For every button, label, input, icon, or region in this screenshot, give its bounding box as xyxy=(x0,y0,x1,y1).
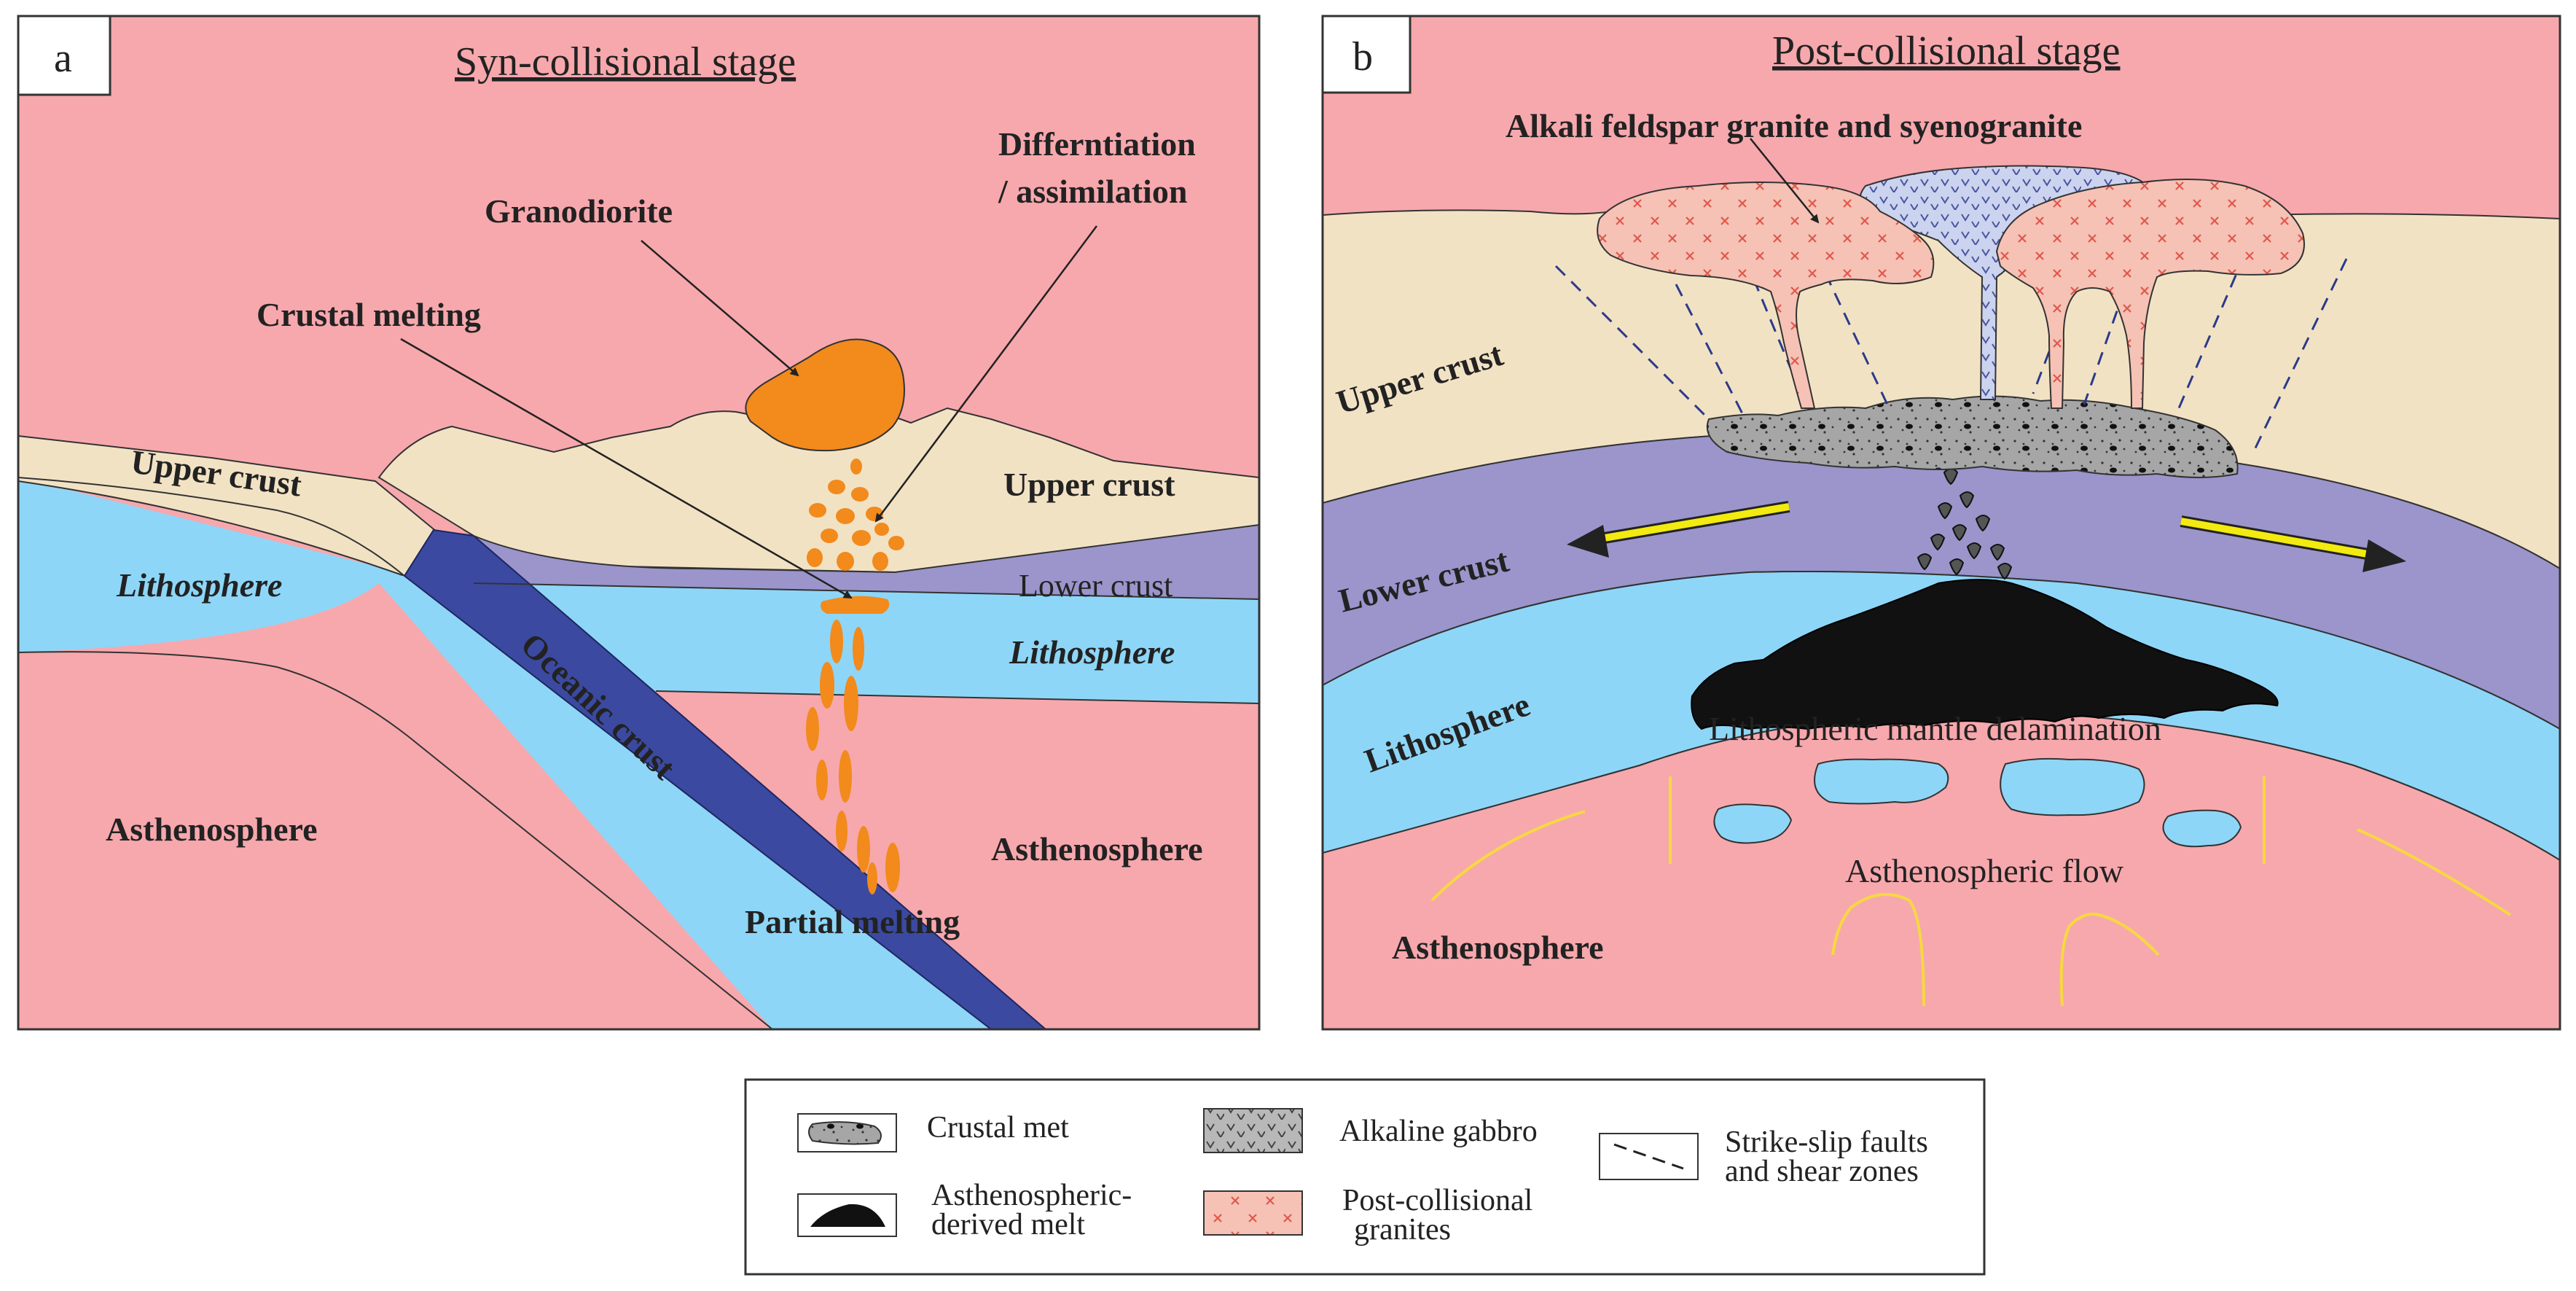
differentiation-droplets xyxy=(807,459,904,571)
panel-a-letter-box xyxy=(17,15,111,96)
legend-faults-label-line1: Strike-slip faults xyxy=(1725,1126,1928,1159)
alkali-granite-label: Alkali feldspar granite and syenogranite xyxy=(1506,107,2082,144)
legend-frame xyxy=(744,1078,1986,1276)
lithosphere-left-label: Lithosphere xyxy=(116,566,282,604)
panel-b-title: Post-collisional stage xyxy=(1772,28,2121,74)
asthenospheric-melt-body xyxy=(1691,579,2279,730)
lithospheric-mantle-blobs xyxy=(1713,757,2242,848)
asthenosphere-left-label: Asthenosphere xyxy=(106,811,318,848)
legend-alkaline-gabbro-label: Alkaline gabbro xyxy=(1339,1115,1538,1148)
panel-a: a Syn-collisional stage Granodiorite Dif… xyxy=(17,15,1261,1031)
asthenosphere-left-region xyxy=(18,652,772,1029)
legend-item-crustal-melt: Crustal met xyxy=(797,1111,1069,1152)
oceanic-crust-region xyxy=(403,529,1047,1029)
legend-item-asthenospheric-melt: Asthenospheric- derived melt xyxy=(797,1179,1132,1241)
panel-a-title: Syn-collisional stage xyxy=(455,39,796,85)
granodiorite-label: Granodiorite xyxy=(485,192,673,230)
asthenospheric-melt-droplets xyxy=(1917,468,2013,580)
asthenospheric-flow-label: Asthenospheric flow xyxy=(1845,852,2124,889)
legend-faults-label-line2: and shear zones xyxy=(1725,1155,1919,1188)
legend-asthenospheric-melt-label-line1: Asthenospheric- xyxy=(931,1179,1132,1212)
asthenospheric-flow-lines xyxy=(1430,776,2512,1007)
lithosphere-right-label: Lithosphere xyxy=(1009,633,1175,671)
legend-post-collisional-label-line1: Post-collisional xyxy=(1342,1184,1532,1217)
upper-crust-left-region xyxy=(18,434,439,577)
panel-b-frame xyxy=(1321,15,2561,1031)
crustal-melting-label: Crustal melting xyxy=(257,296,481,333)
extension-arrow-left xyxy=(1567,501,1790,558)
extension-arrow-right xyxy=(2180,515,2406,572)
crustal-melting-lens xyxy=(821,596,890,614)
alkali-granite-pointer xyxy=(1750,138,1820,224)
partial-melting-label: Partial melting xyxy=(745,903,960,940)
panel-b-letter: b xyxy=(1352,34,1373,79)
differentiation-label-line1: Differntiation xyxy=(998,125,1196,163)
granodiorite-pointer xyxy=(641,240,799,377)
lower-crust-label: Lower crust xyxy=(1019,568,1172,604)
legend-item-alkaline-gabbro: Alkaline gabbro xyxy=(1203,1108,1538,1153)
post-collisional-granite-left xyxy=(1597,182,1935,409)
differentiation-pointer xyxy=(874,225,1098,523)
slab-lithosphere-band xyxy=(379,576,867,1029)
granodiorite-body xyxy=(745,338,905,452)
delamination-label: Lithospheric mantle delamination xyxy=(1709,710,2161,747)
lithosphere-right-region xyxy=(474,583,1259,703)
legend: Crustal met Asthenospheric- derived melt… xyxy=(744,1078,1986,1276)
partial-melting-streaks xyxy=(806,620,900,894)
panel-b-letter-box xyxy=(1321,15,1412,94)
upper-crust-right-label: Upper crust xyxy=(1003,466,1175,503)
legend-asthenospheric-melt-label-line2: derived melt xyxy=(931,1208,1085,1241)
asthenosphere-right-label: Asthenosphere xyxy=(991,830,1203,867)
asthenosphere-label-b: Asthenosphere xyxy=(1392,929,1604,966)
crustal-melt-body xyxy=(1706,395,2239,478)
legend-post-collisional-label-line2: granites xyxy=(1354,1213,1451,1247)
legend-item-strike-slip-faults: Strike-slip faults and shear zones xyxy=(1599,1126,1928,1188)
panel-a-letter: a xyxy=(54,36,72,81)
legend-crustal-melt-label: Crustal met xyxy=(927,1111,1069,1144)
lower-crust-region xyxy=(474,525,1259,599)
panel-a-frame xyxy=(17,15,1261,1031)
panel-b: b Post-collisional stage Alkali feldspar… xyxy=(1321,15,2561,1031)
asthenosphere-right-region xyxy=(656,691,1259,1029)
legend-item-post-collisional-granites: Post-collisional granites xyxy=(1203,1184,1532,1247)
differentiation-label-line2: / assimilation xyxy=(998,173,1187,210)
post-collisional-granite-right xyxy=(1995,179,2305,409)
crustal-melting-pointer xyxy=(400,338,853,599)
